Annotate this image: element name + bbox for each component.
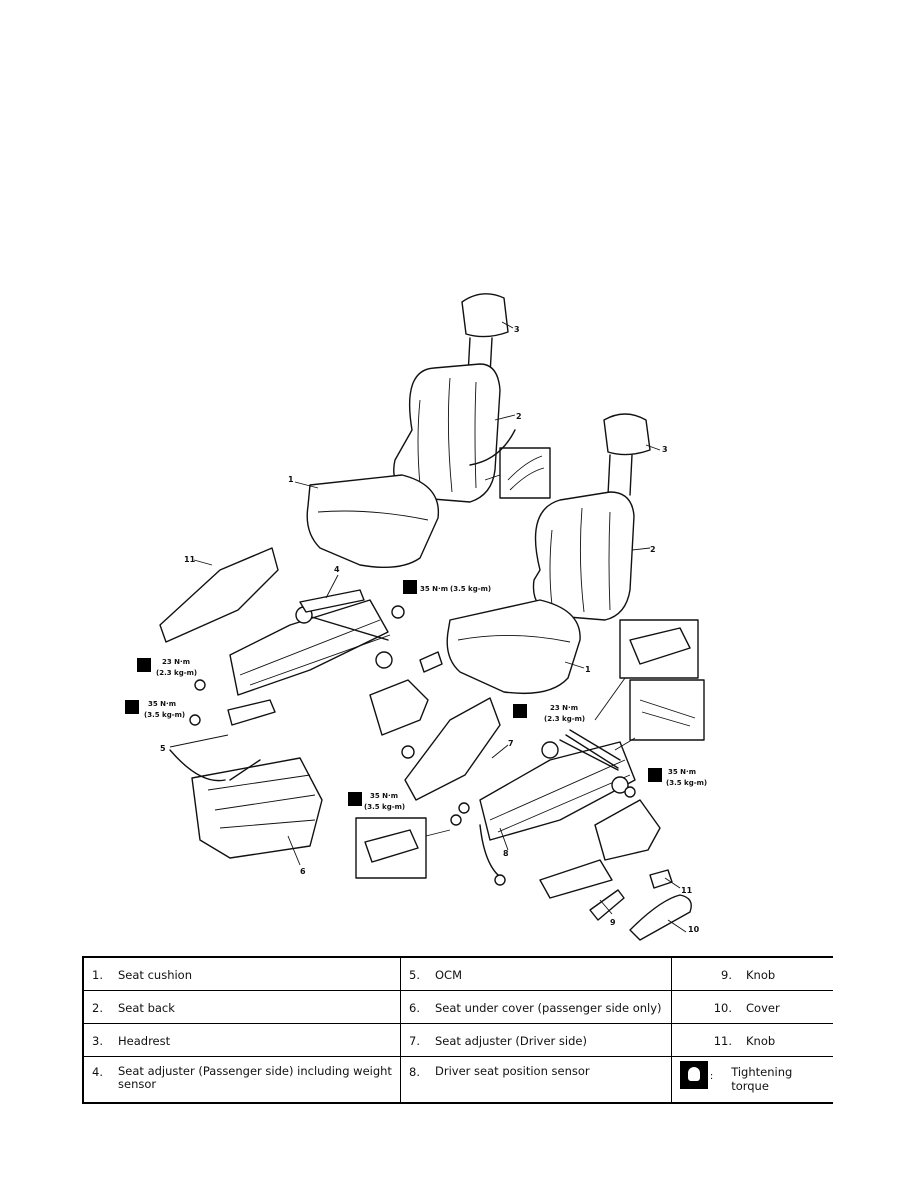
callout-4: 4 xyxy=(334,565,340,574)
passenger-seat-cushion xyxy=(306,474,440,568)
rod xyxy=(559,739,619,771)
torque-callout-1: 35 N·m (3.5 kg-m) xyxy=(403,580,491,594)
svg-text:35 N·m: 35 N·m xyxy=(370,792,398,800)
callout-3: 3 xyxy=(514,325,520,334)
driver-seat-cushion xyxy=(446,599,581,695)
callout-10: 10 xyxy=(688,925,700,934)
seat-exploded-diagram: 1 2 3 4 5 6 7 8 9 10 11 2 3 1 11 35 N·m … xyxy=(120,280,840,950)
driver-seat-adjuster xyxy=(401,697,692,941)
passenger-headrest xyxy=(461,293,509,376)
callout-3-driver: 3 xyxy=(662,445,668,454)
legend-cell: : Tightening torque xyxy=(672,1057,834,1104)
torque-wrench-icon xyxy=(403,580,417,594)
legend-cell: 1.Seat cushion xyxy=(82,957,401,991)
callout-1: 1 xyxy=(288,475,294,484)
svg-text:(3.5 kg-m): (3.5 kg-m) xyxy=(144,711,185,719)
driver-headrest xyxy=(603,413,651,496)
legend-row: 3.Headrest 7.Seat adjuster (Driver side)… xyxy=(82,1023,833,1057)
callout-2-driver: 2 xyxy=(650,545,656,554)
torque-wrench-icon xyxy=(137,658,151,672)
driver-seat-back xyxy=(532,491,635,621)
callout-8: 8 xyxy=(503,849,509,858)
torque-callout-6: 35 N·m (3.5 kg-m) xyxy=(648,768,707,787)
callout-11: 11 xyxy=(681,886,693,895)
inset-sensor-detail xyxy=(594,619,699,721)
rod-2 xyxy=(569,729,621,761)
svg-text:23 N·m: 23 N·m xyxy=(550,704,578,712)
leader-lines xyxy=(169,321,687,933)
legend-cell: 7.Seat adjuster (Driver side) xyxy=(400,1023,672,1057)
svg-text:23 N·m: 23 N·m xyxy=(162,658,190,666)
legend-cell: 11.Knob xyxy=(713,1034,776,1048)
svg-text:(2.3 kg-m): (2.3 kg-m) xyxy=(156,669,197,677)
legend-row: 2.Seat back 6.Seat under cover (passenge… xyxy=(82,990,833,1024)
legend-cell: 5.OCM xyxy=(400,957,672,991)
torque-wrench-icon xyxy=(125,700,139,714)
callout-11-passenger: 11 xyxy=(184,555,196,564)
parts-legend-table: 1.Seat cushion 5.OCM 9.Knob 2.Seat back … xyxy=(82,956,833,1104)
seat-diagram-svg: 1 2 3 4 5 6 7 8 9 10 11 2 3 1 11 35 N·m … xyxy=(125,293,707,941)
torque-callout-3: 35 N·m (3.5 kg-m) xyxy=(125,700,185,719)
svg-text:(3.5 kg-m): (3.5 kg-m) xyxy=(666,779,707,787)
legend-cell: 9.Knob xyxy=(721,968,776,982)
passenger-seat-adjuster xyxy=(159,547,443,859)
callout-7: 7 xyxy=(508,739,514,748)
legend-cell: 4.Seat adjuster (Passenger side) includi… xyxy=(82,1056,401,1103)
inset-cover-detail xyxy=(355,817,451,879)
callout-1-driver: 1 xyxy=(585,665,591,674)
torque-wrench-icon xyxy=(348,792,362,806)
torque-wrench-icon xyxy=(513,704,527,718)
legend-cell: 8.Driver seat position sensor xyxy=(400,1056,672,1103)
callout-6: 6 xyxy=(300,867,306,876)
legend-cell: 6.Seat under cover (passenger side only) xyxy=(400,990,672,1024)
legend-cell: 2.Seat back xyxy=(82,990,401,1024)
belt-wire xyxy=(469,429,516,466)
svg-text:35 N·m: 35 N·m xyxy=(420,585,448,593)
inset-belt-detail xyxy=(484,447,551,499)
svg-text:35 N·m: 35 N·m xyxy=(668,768,696,776)
torque-callout-4: 23 N·m (2.3 kg-m) xyxy=(513,704,585,723)
callout-2: 2 xyxy=(516,412,522,421)
legend-cell: 3.Headrest xyxy=(82,1023,401,1057)
legend-cell: 10.Cover xyxy=(713,1001,780,1015)
torque-wrench-icon xyxy=(648,768,662,782)
callout-9: 9 xyxy=(610,918,616,927)
inset-rail-detail xyxy=(614,679,705,751)
svg-text:(2.3 kg-m): (2.3 kg-m) xyxy=(544,715,585,723)
torque-wrench-icon xyxy=(680,1061,708,1089)
svg-text:(3.5 kg-m): (3.5 kg-m) xyxy=(364,803,405,811)
svg-text:35 N·m: 35 N·m xyxy=(148,700,176,708)
legend-row: 1.Seat cushion 5.OCM 9.Knob xyxy=(82,957,833,991)
legend-row: 4.Seat adjuster (Passenger side) includi… xyxy=(82,1056,834,1104)
callout-5: 5 xyxy=(160,744,166,753)
svg-text:(3.5 kg-m): (3.5 kg-m) xyxy=(450,585,491,593)
torque-callout-5: 35 N·m (3.5 kg-m) xyxy=(348,792,405,811)
torque-callout-2: 23 N·m (2.3 kg-m) xyxy=(137,658,197,677)
